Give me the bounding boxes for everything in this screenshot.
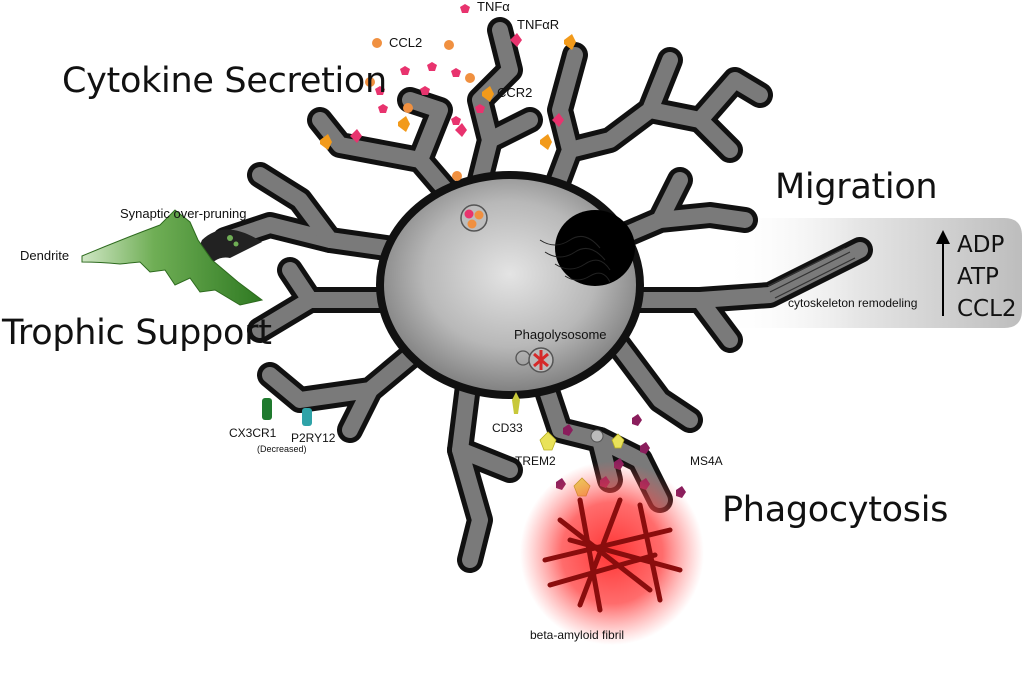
label-ccr2: CCR2 — [497, 85, 533, 100]
label-cd33: CD33 — [492, 421, 523, 435]
migration-panel — [720, 218, 1022, 328]
phagolysosome — [515, 347, 554, 373]
p2ry12-receptor — [302, 408, 312, 426]
label-tnfa: TNFα — [477, 0, 510, 14]
label-decreased: (Decreased) — [257, 444, 307, 454]
golgi — [539, 235, 611, 283]
cx3cr1-receptor — [262, 398, 272, 420]
label-ccl2: CCL2 — [389, 35, 423, 50]
up-arrow-icon — [936, 230, 950, 316]
heading-cytokine-secretion: Cytokine Secretion — [62, 61, 387, 101]
nucleus — [555, 210, 635, 286]
migration-item-ccl2: CCL2 — [957, 296, 1017, 322]
chemokine-particles — [365, 38, 475, 181]
microglia-processes — [212, 17, 873, 573]
migration-item-atp: ATP — [957, 264, 999, 290]
ccr2-receptors — [320, 34, 576, 150]
heading-migration: Migration — [775, 167, 938, 207]
label-phagolysosome: Phagolysosome — [514, 327, 607, 342]
heading-trophic-support: Trophic Support — [2, 313, 272, 353]
label-cytoskeleton-remodeling: cytoskeleton remodeling — [788, 296, 918, 310]
label-cx3cr1: CX3CR1 — [229, 426, 277, 440]
cytokine-particles — [375, 4, 485, 125]
label-synaptic-over-pruning: Synaptic over-pruning — [120, 206, 247, 221]
cytokine-vesicle — [460, 204, 488, 232]
label-beta-amyloid: beta-amyloid fibril — [530, 628, 625, 642]
label-dendrite: Dendrite — [20, 248, 70, 263]
beta-amyloid-fibril — [520, 461, 704, 645]
label-ms4a: MS4A — [690, 454, 723, 468]
heading-phagocytosis: Phagocytosis — [722, 490, 949, 530]
tnfar-receptors — [350, 33, 564, 143]
small-vesicle — [590, 429, 604, 443]
label-tnfar: TNFαR — [517, 17, 560, 32]
label-p2ry12: P2RY12 — [291, 431, 336, 445]
label-trem2: TREM2 — [515, 454, 556, 468]
cytoskeleton-hatch — [767, 247, 856, 299]
cd33-receptor — [512, 392, 520, 414]
dendrite-shape — [81, 209, 264, 306]
migration-item-adp: ADP — [957, 232, 1005, 258]
